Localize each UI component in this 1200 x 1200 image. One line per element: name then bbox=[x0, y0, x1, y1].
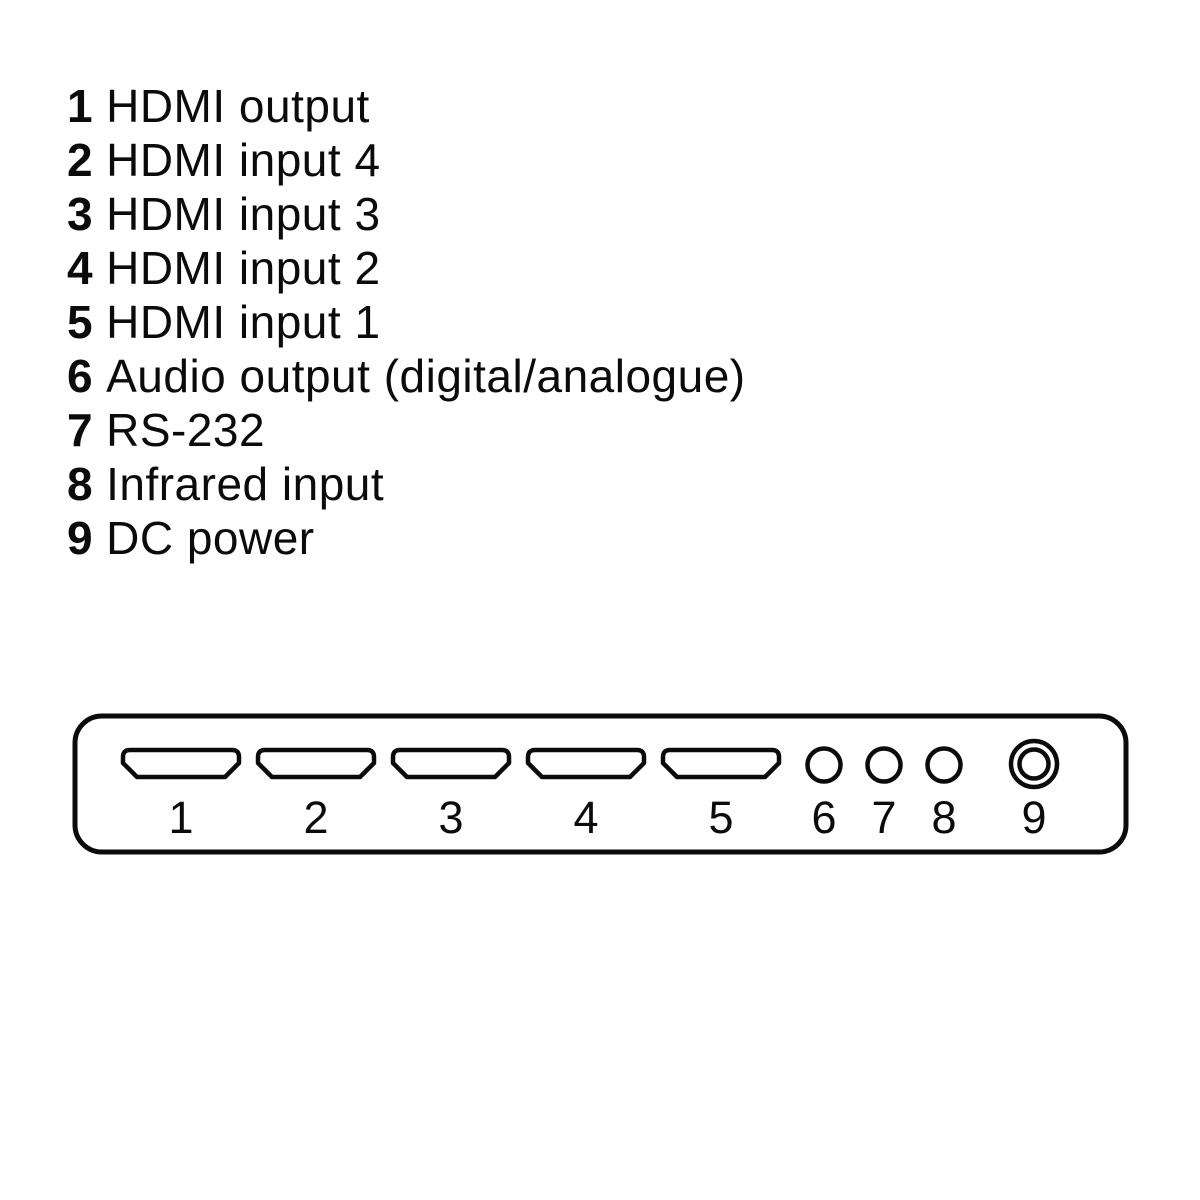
legend-item-8: 8 Infrared input bbox=[67, 457, 746, 511]
legend-number: 6 bbox=[67, 350, 94, 402]
legend-number: 8 bbox=[67, 458, 94, 510]
device-enclosure-outline bbox=[72, 713, 1129, 855]
infrared-jack-icon bbox=[925, 746, 963, 784]
legend-label: Infrared input bbox=[106, 458, 385, 510]
legend: 1 HDMI output 2 HDMI input 4 3 HDMI inpu… bbox=[67, 79, 746, 565]
audio-jack-icon bbox=[805, 746, 843, 784]
port-number-2: 2 bbox=[303, 792, 328, 843]
legend-label: HDMI output bbox=[106, 80, 370, 132]
port-number-8: 8 bbox=[931, 792, 956, 843]
legend-label: HDMI input 2 bbox=[106, 242, 381, 294]
legend-item-2: 2 HDMI input 4 bbox=[67, 133, 746, 187]
hdmi-port-3-icon bbox=[393, 750, 509, 777]
hdmi-port-2-icon bbox=[258, 750, 374, 777]
port-number-4: 4 bbox=[573, 792, 598, 843]
legend-number: 1 bbox=[67, 80, 94, 132]
legend-item-1: 1 HDMI output bbox=[67, 79, 746, 133]
legend-number: 5 bbox=[67, 296, 94, 348]
legend-label: HDMI input 1 bbox=[106, 296, 381, 348]
dc-power-inner-ring-icon bbox=[1017, 747, 1051, 781]
legend-number: 7 bbox=[67, 404, 94, 456]
legend-label: RS-232 bbox=[106, 404, 266, 456]
port-number-1: 1 bbox=[168, 792, 193, 843]
legend-item-6: 6 Audio output (digital/analogue) bbox=[67, 349, 746, 403]
legend-item-5: 5 HDMI input 1 bbox=[67, 295, 746, 349]
port-number-5: 5 bbox=[708, 792, 733, 843]
legend-number: 9 bbox=[67, 512, 94, 564]
legend-label: Audio output (digital/analogue) bbox=[106, 350, 746, 402]
port-number-6: 6 bbox=[811, 792, 836, 843]
legend-number: 4 bbox=[67, 242, 94, 294]
hdmi-port-4-icon bbox=[528, 750, 644, 777]
legend-number: 3 bbox=[67, 188, 94, 240]
legend-item-3: 3 HDMI input 3 bbox=[67, 187, 746, 241]
legend-label: HDMI input 4 bbox=[106, 134, 381, 186]
port-number-7: 7 bbox=[871, 792, 896, 843]
legend-item-7: 7 RS-232 bbox=[67, 403, 746, 457]
hdmi-port-1-icon bbox=[123, 750, 239, 777]
legend-number: 2 bbox=[67, 134, 94, 186]
port-number-3: 3 bbox=[438, 792, 463, 843]
legend-item-9: 9 DC power bbox=[67, 511, 746, 565]
rs232-jack-icon bbox=[865, 746, 903, 784]
port-number-9: 9 bbox=[1021, 792, 1046, 843]
legend-label: HDMI input 3 bbox=[106, 188, 381, 240]
hdmi-port-5-icon bbox=[663, 750, 779, 777]
legend-item-4: 4 HDMI input 2 bbox=[67, 241, 746, 295]
legend-label: DC power bbox=[106, 512, 315, 564]
